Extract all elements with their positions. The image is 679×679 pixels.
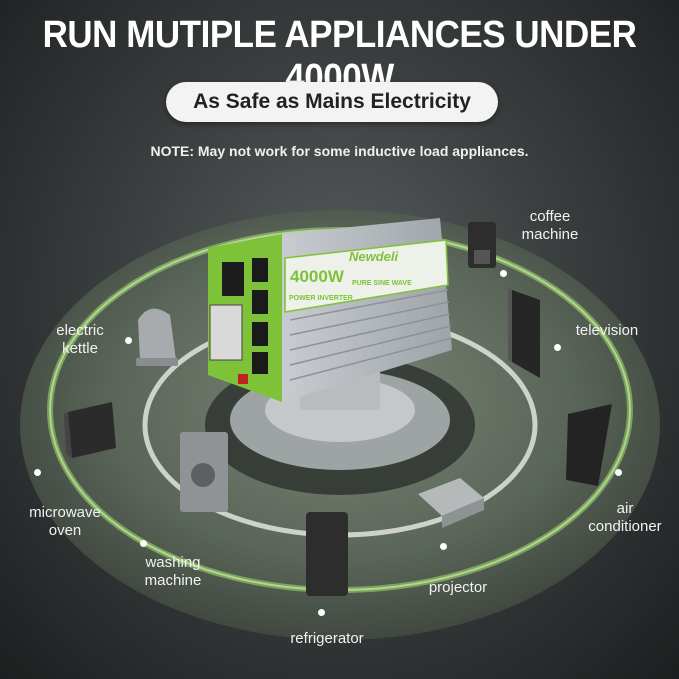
dot-refrigerator — [318, 609, 325, 616]
air-conditioner-icon — [566, 404, 612, 486]
label-projector: projector — [428, 579, 488, 596]
coffee-machine-icon — [468, 222, 496, 268]
dot-electric-kettle — [125, 337, 132, 344]
label-refrigerator: refrigerator — [290, 630, 364, 647]
dot-television — [554, 344, 561, 351]
type-label-text: POWER INVERTER — [289, 295, 353, 302]
washing-machine-icon — [180, 432, 228, 512]
brand-text: Newdeli — [349, 249, 399, 264]
inverter-display — [222, 262, 244, 296]
kettle-icon — [136, 308, 178, 366]
dot-air-conditioner — [615, 469, 622, 476]
dot-coffee-machine — [500, 270, 507, 277]
dot-washing-machine — [140, 540, 147, 547]
refrigerator-icon — [306, 512, 348, 596]
microwave-oven-icon — [64, 402, 116, 458]
wave-label-text: PURE SINE WAVE — [352, 280, 412, 287]
subtitle-pill: As Safe as Mains Electricity — [166, 82, 498, 122]
dot-microwave-oven — [34, 469, 41, 476]
label-television: television — [575, 322, 639, 339]
rating-text: 4000W — [290, 267, 345, 286]
television-icon — [508, 288, 540, 378]
dot-projector — [440, 543, 447, 550]
note-text: NOTE: May not work for some inductive lo… — [150, 143, 529, 159]
projector-icon — [418, 478, 484, 528]
headline: RUN MUTIPLE APPLIANCES UNDER 4000W — [42, 14, 637, 99]
